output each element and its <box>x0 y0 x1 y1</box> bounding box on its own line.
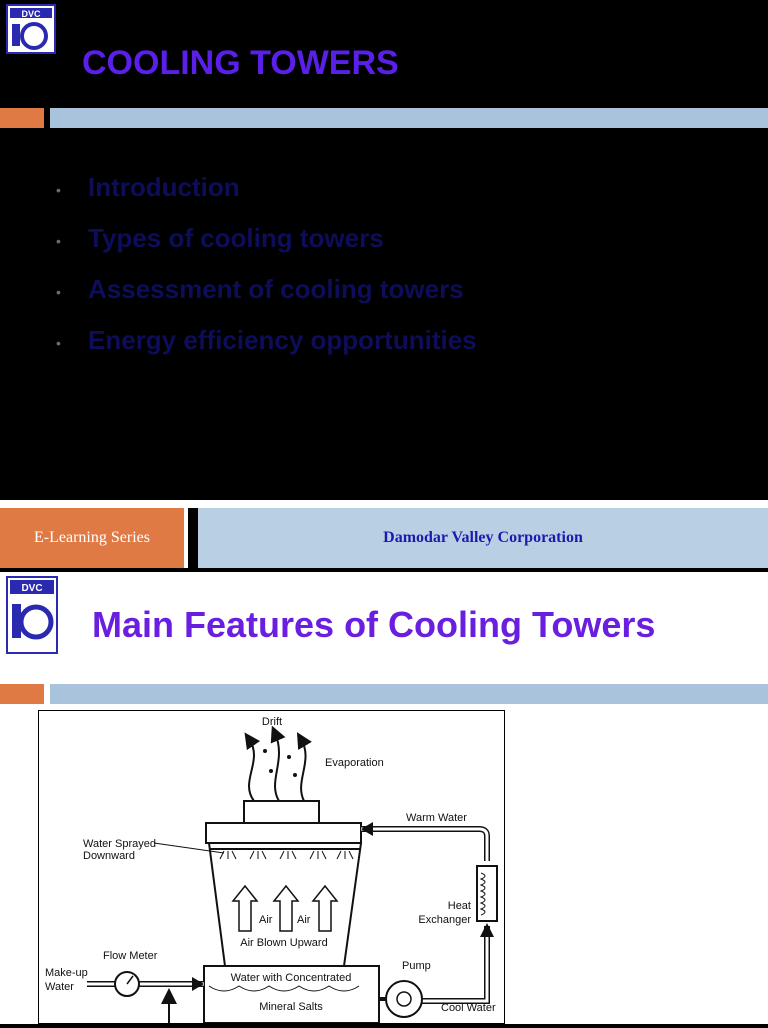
list-item: •Assessment of cooling towers <box>56 274 464 304</box>
dvc-logo-icon: DVC <box>10 580 54 640</box>
slide1-title: COOLING TOWERS <box>82 44 399 82</box>
label-air: Air <box>297 914 311 926</box>
dvc-logo-icon: DVC <box>10 8 52 50</box>
list-item: •Energy efficiency opportunities <box>56 325 477 355</box>
orange-accent-bar <box>0 108 44 128</box>
label-basin: Water with Concentrated <box>231 972 352 984</box>
label-drift: Drift <box>262 716 282 728</box>
label-water: Water <box>45 981 74 993</box>
dvc-logo: DVC <box>6 4 56 54</box>
svg-text:DVC: DVC <box>21 9 41 19</box>
dvc-logo: DVC <box>6 576 58 654</box>
label-warm-water: Warm Water <box>406 812 467 824</box>
label-heat: Heat <box>448 900 471 912</box>
label-mineral-salts: Mineral Salts <box>259 1001 323 1013</box>
list-item: •Types of cooling towers <box>56 223 384 253</box>
divider <box>0 500 768 508</box>
label-air: Air <box>259 914 273 926</box>
label-evaporation: Evaporation <box>325 757 384 769</box>
label-water-sprayed: Water Sprayed <box>83 838 156 850</box>
label-flow-meter: Flow Meter <box>103 950 158 962</box>
label-air-blown-upward: Air Blown Upward <box>240 937 327 949</box>
blue-accent-bar <box>50 108 768 128</box>
topic-list: •Introduction •Types of cooling towers •… <box>56 172 477 376</box>
footer-series-label: E-Learning Series <box>0 508 188 568</box>
label-cool-water: Cool Water <box>441 1002 496 1014</box>
cooling-tower-diagram: Drift Evaporation Warm Water Water Spray… <box>38 710 505 1024</box>
footer-org-label: Damodar Valley Corporation <box>198 508 768 568</box>
label-make-up: Make-up <box>45 967 88 979</box>
blue-accent-bar <box>50 684 768 704</box>
label-pump: Pump <box>402 960 431 972</box>
list-item: •Introduction <box>56 172 240 202</box>
label-exchanger: Exchanger <box>418 914 471 926</box>
slide2-title: Main Features of Cooling Towers <box>92 604 656 645</box>
label-downward: Downward <box>83 850 135 862</box>
svg-text:DVC: DVC <box>21 583 42 594</box>
slide1-header <box>0 0 768 104</box>
orange-accent-bar <box>0 684 44 704</box>
diagram-drawing: Drift Evaporation Warm Water Water Spray… <box>45 716 498 1024</box>
